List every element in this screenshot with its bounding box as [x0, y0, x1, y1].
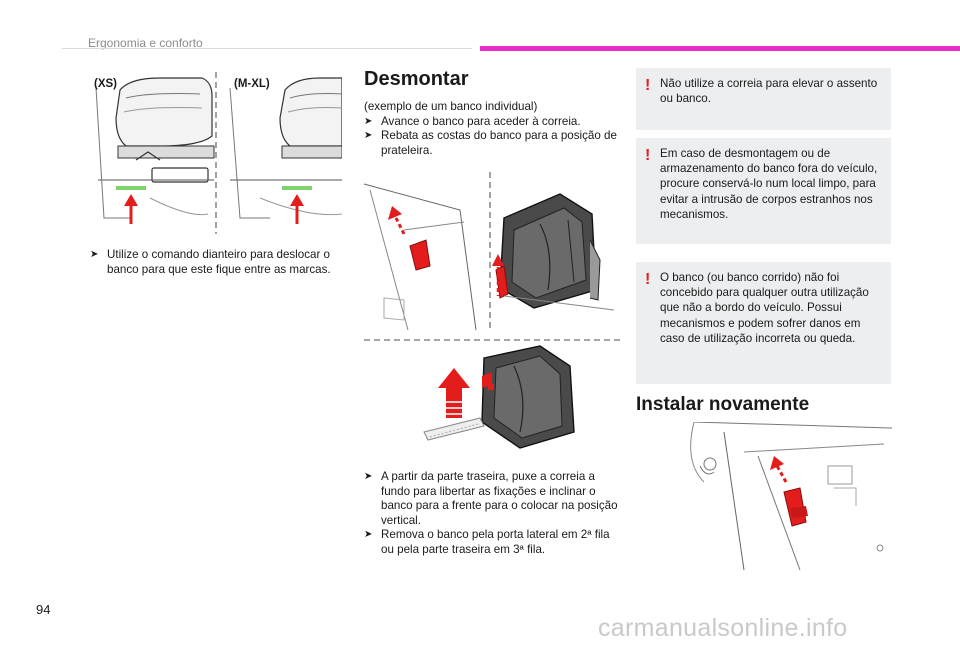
list-item: ➤A partir da parte traseira, puxe a corr…	[364, 470, 618, 527]
xs-label: (XS)	[94, 78, 117, 90]
list-item: ➤Rebata as costas do banco para a posiçã…	[364, 129, 617, 157]
seat-install-illustration	[690, 421, 893, 571]
seat-position-illustration	[95, 72, 343, 234]
lift-red-arrow	[438, 368, 470, 418]
bullet-arrow-icon: ➤	[364, 130, 373, 142]
watermark: carmanualsonline.info	[598, 614, 848, 642]
section-accent-bar	[480, 46, 960, 51]
left-instruction: ➤ Utilize o comando dianteiro para desloc…	[90, 248, 342, 277]
mxl-label: (M-XL)	[234, 78, 270, 90]
warning-box: ! Em caso de desmontagem ou de armazenam…	[636, 138, 891, 244]
section-title: Ergonomia e conforto	[88, 36, 203, 50]
warning-box: ! Não utilize a correia para elevar o as…	[636, 68, 891, 130]
desmontar-steps: ➤A partir da parte traseira, puxe a corr…	[364, 470, 618, 558]
warning-exclamation-icon: !	[645, 271, 651, 288]
warning-exclamation-icon: !	[645, 147, 651, 164]
left-bullet-text: Utilize o comando dianteiro para desloca…	[107, 248, 331, 276]
warning-exclamation-icon: !	[645, 77, 651, 94]
page-number: 94	[36, 602, 51, 617]
xs-position-mark	[116, 186, 146, 190]
instalar-heading: Instalar novamente	[636, 394, 810, 415]
mxl-red-arrow	[290, 194, 304, 206]
list-item: ➤Remova o banco pela porta lateral em 2ª…	[364, 528, 610, 556]
seat-position-figure: (XS) (M-XL)	[90, 68, 343, 236]
xs-red-arrow	[124, 194, 138, 206]
bullet-arrow-icon: ➤	[364, 529, 373, 541]
seat-install-figure	[684, 421, 893, 571]
bullet-arrow-icon: ➤	[90, 249, 99, 260]
header-divider	[62, 48, 472, 49]
bullet-arrow-icon: ➤	[364, 115, 373, 127]
desmontar-intro-block: (exemplo de um banco individual) ➤Avance…	[364, 100, 618, 158]
mxl-panel	[229, 77, 343, 224]
bullet-arrow-icon: ➤	[364, 471, 373, 482]
warning-box: ! O banco (ou banco corrido) não foi con…	[636, 262, 891, 384]
desmontar-heading: Desmontar	[364, 68, 469, 90]
mxl-position-mark	[282, 186, 312, 190]
xs-panel	[95, 77, 215, 224]
list-item: ➤Avance o banco para aceder à correia.	[364, 114, 581, 128]
desmontar-intro: (exemplo de um banco individual)	[364, 100, 538, 113]
seat-removal-figure	[363, 170, 620, 462]
seat-removal-illustration	[363, 172, 620, 449]
